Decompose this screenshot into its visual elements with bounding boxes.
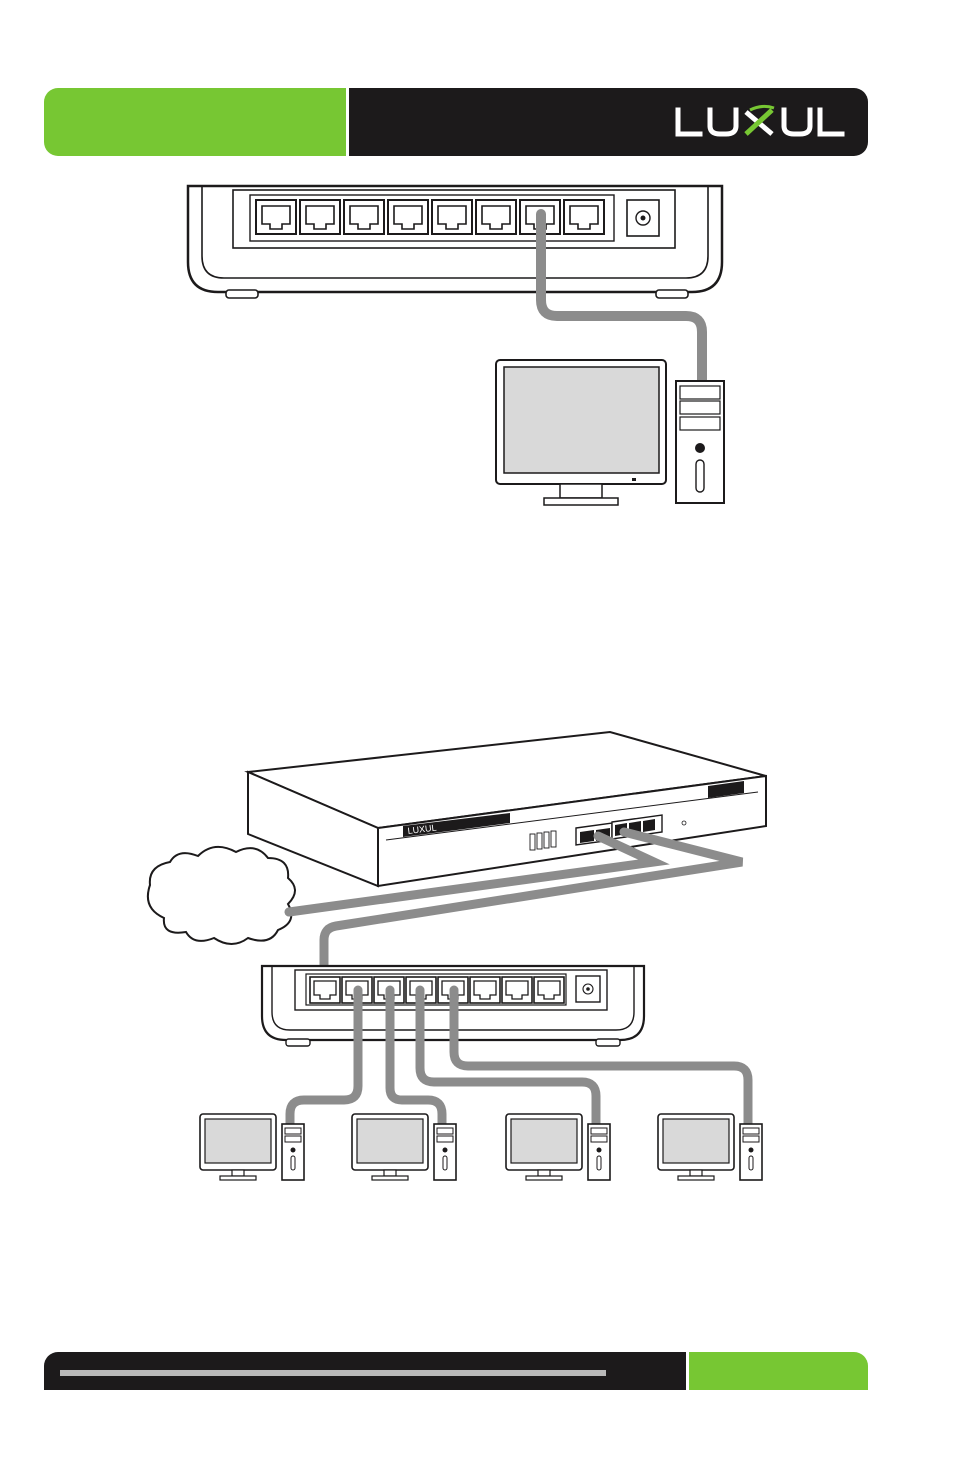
computer-3	[506, 1114, 610, 1180]
router: LUXUL	[248, 732, 766, 886]
footer-black-band	[44, 1352, 686, 1390]
footer-rule	[60, 1370, 606, 1376]
internet-cloud	[148, 847, 295, 944]
figure-1-switch	[188, 186, 722, 298]
figure-1-computer	[496, 360, 724, 505]
computer-2	[352, 1114, 456, 1180]
computer-1	[200, 1114, 304, 1180]
footer-green-tab	[689, 1352, 868, 1390]
computer-4	[658, 1114, 762, 1180]
